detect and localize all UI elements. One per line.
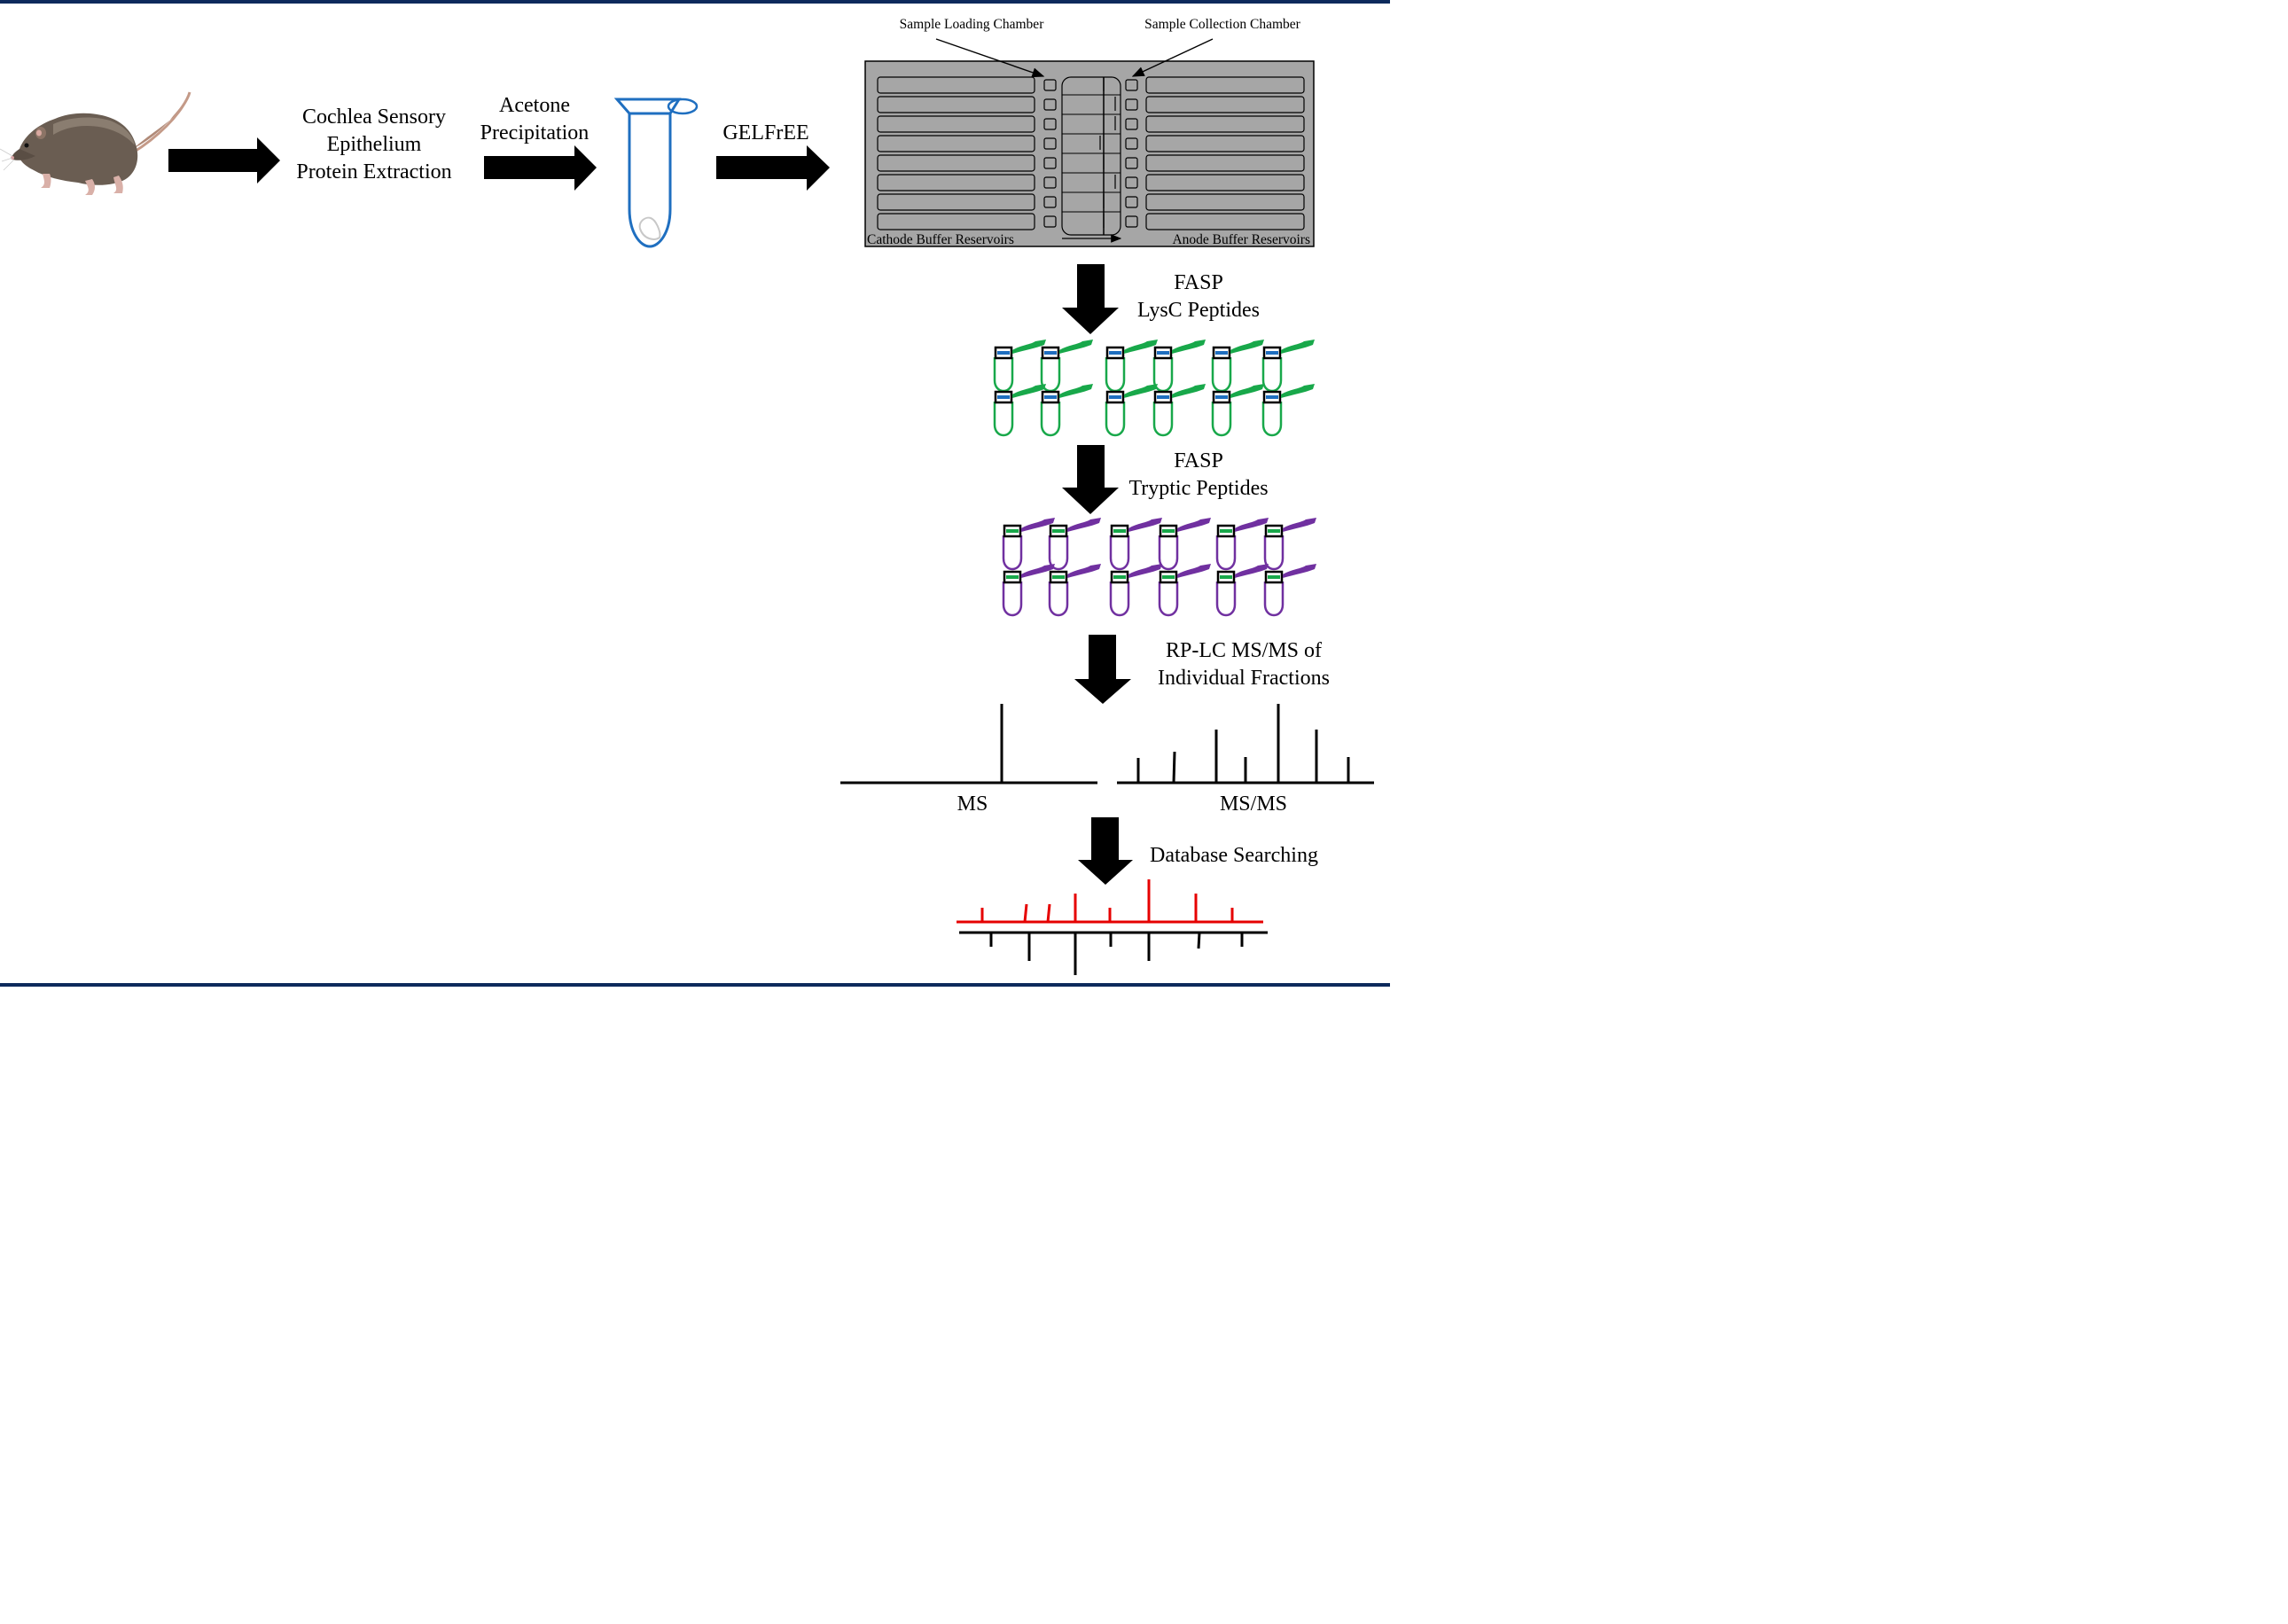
filter-unit-icon <box>1002 564 1055 617</box>
arrow-to-extraction <box>168 137 280 183</box>
msms-spectrum <box>1117 704 1374 785</box>
lysc-filter-array <box>993 340 1315 437</box>
filter-unit-icon <box>1048 564 1101 617</box>
gelfree-label: GELFrEE <box>722 121 809 144</box>
gel-channel <box>877 113 1305 133</box>
workflow-diagram: Cochlea Sensory Epithelium Protein Extra… <box>0 0 1390 987</box>
arrow-to-lysc <box>1062 264 1119 334</box>
filter-unit-icon <box>1263 518 1316 571</box>
anode-label: Anode Buffer Reservoirs <box>1172 232 1310 247</box>
filter-unit-icon <box>1002 518 1055 571</box>
collection-chamber-label: Sample Collection Chamber <box>1144 17 1300 32</box>
filter-unit-icon <box>1040 384 1093 437</box>
filter-unit-icon <box>1152 340 1206 393</box>
filter-unit-icon <box>1211 384 1264 437</box>
filter-unit-icon <box>1158 518 1211 571</box>
loading-chamber-label: Sample Loading Chamber <box>899 17 1044 32</box>
arrow-to-tryptic <box>1062 445 1119 514</box>
arrow-to-precipitation <box>484 145 597 191</box>
filter-unit-icon <box>1215 518 1269 571</box>
filter-unit-icon <box>1261 384 1315 437</box>
tube-icon <box>613 98 699 248</box>
lysc-label: FASP LysC Peptides <box>1136 271 1260 322</box>
rat-icon <box>0 91 191 195</box>
arrow-to-database <box>1078 817 1133 885</box>
arrow-to-ms <box>1074 635 1131 704</box>
gel-channel <box>877 94 1305 113</box>
filter-unit-icon <box>1105 340 1158 393</box>
diagram-art <box>0 38 1374 975</box>
filter-unit-icon <box>1211 340 1264 393</box>
database-label: Database Searching <box>1150 844 1318 867</box>
gel-channel <box>877 152 1305 172</box>
database-match-spectrum <box>957 879 1268 975</box>
top-frame-bar <box>0 0 1390 4</box>
filter-unit-icon <box>1109 518 1162 571</box>
gelfree-device <box>864 38 1315 247</box>
filter-unit-icon <box>1261 340 1315 393</box>
ms-label: MS <box>957 792 988 816</box>
filter-unit-icon <box>1040 340 1093 393</box>
extraction-label: Cochlea Sensory Epithelium Protein Extra… <box>296 105 452 183</box>
precipitation-label: Acetone Precipitation <box>480 94 590 144</box>
msms-label: MS/MS <box>1219 792 1288 816</box>
filter-unit-icon <box>1158 564 1211 617</box>
filter-unit-icon <box>1048 518 1101 571</box>
filter-unit-icon <box>1263 564 1316 617</box>
arrow-to-gelfree <box>716 145 830 191</box>
ms-spectrum <box>840 704 1097 785</box>
filter-unit-icon <box>1105 384 1158 437</box>
bottom-frame-bar <box>0 983 1390 987</box>
gel-channel <box>877 211 1305 230</box>
tryptic-filter-array <box>1002 518 1316 617</box>
cathode-label: Cathode Buffer Reservoirs <box>867 232 1014 247</box>
gel-channel <box>877 76 1305 94</box>
gel-channel <box>877 191 1305 211</box>
filter-unit-icon <box>993 340 1046 393</box>
filter-unit-icon <box>1215 564 1269 617</box>
gel-channel <box>877 172 1305 191</box>
rplc-label: RP-LC MS/MS of Individual Fractions <box>1158 639 1330 690</box>
gel-channel <box>877 133 1305 152</box>
filter-unit-icon <box>1152 384 1206 437</box>
filter-unit-icon <box>1109 564 1162 617</box>
tryptic-label: FASP Tryptic Peptides <box>1128 449 1269 500</box>
filter-unit-icon <box>993 384 1046 437</box>
